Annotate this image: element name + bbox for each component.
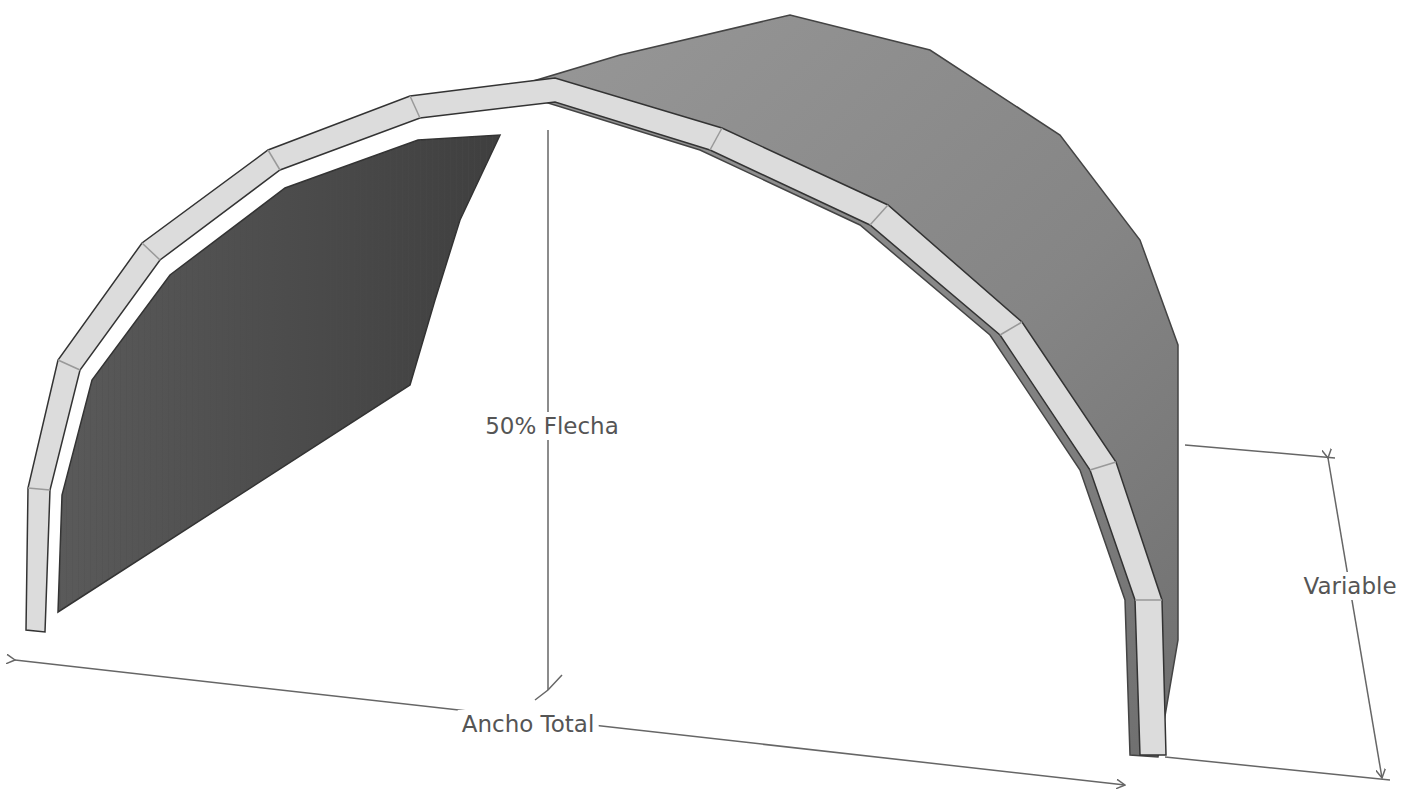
height-dimension: 50% Flecha [481, 412, 623, 440]
side-dimension: Variable [1299, 572, 1400, 600]
inner-surface [58, 135, 500, 612]
front-arch-band [26, 78, 1166, 755]
width-dimension: Ancho Total [458, 710, 599, 738]
